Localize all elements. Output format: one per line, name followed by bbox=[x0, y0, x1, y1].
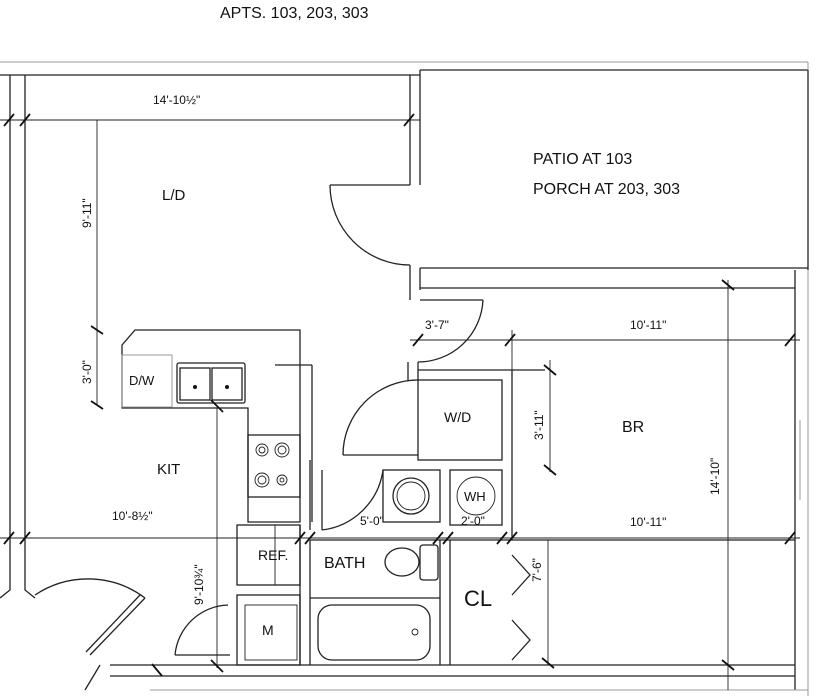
kitchen-counter bbox=[121, 329, 301, 523]
water-heater-closet bbox=[449, 469, 503, 526]
mech-door-swing bbox=[174, 604, 229, 656]
water-heater-label: WH bbox=[464, 489, 486, 504]
room-label-bath: BATH bbox=[324, 555, 366, 572]
refrigerator-label: REF. bbox=[258, 547, 289, 563]
dim-kit-depth: 9'-10¾" bbox=[192, 564, 206, 605]
room-label-closet: CL bbox=[464, 586, 493, 611]
dim-closet-depth: 7'-6" bbox=[530, 558, 544, 582]
range bbox=[247, 434, 301, 498]
patio-door-swing bbox=[329, 184, 411, 266]
wd-door-swing bbox=[342, 379, 419, 456]
dishwasher-label: D/W bbox=[129, 373, 155, 388]
dim-br-width-bottom: 10'-11" bbox=[630, 515, 667, 529]
dim-kit-width: 10'-8½" bbox=[112, 509, 153, 523]
dim-ld-width: 14'-10½" bbox=[153, 93, 201, 107]
bathtub bbox=[317, 604, 431, 661]
porch-label: PORCH AT 203, 303 bbox=[533, 181, 681, 198]
bedroom-door-swing bbox=[417, 299, 484, 363]
dim-hall: 3'-7" bbox=[425, 318, 449, 332]
dim-br-width-top: 10'-11" bbox=[630, 318, 667, 332]
dimension-lines bbox=[0, 113, 800, 690]
closet-bifold-door bbox=[511, 554, 531, 596]
room-label-living-dining: L/D bbox=[162, 187, 186, 204]
mechanical-label: M bbox=[262, 622, 274, 638]
bath-door-swing bbox=[321, 469, 384, 531]
closet-bifold-door bbox=[511, 619, 531, 661]
dim-br-depth: 14'-10" bbox=[708, 457, 722, 495]
entry-door-swing bbox=[34, 578, 146, 599]
dishwasher bbox=[121, 354, 173, 408]
exterior-walls bbox=[0, 61, 809, 696]
sink bbox=[176, 362, 246, 404]
patio-outline bbox=[409, 70, 809, 300]
bath-sink bbox=[382, 469, 441, 523]
patio-label: PATIO AT 103 bbox=[533, 151, 633, 168]
dim-wd-depth: 3'-11" bbox=[532, 410, 546, 440]
room-label-bedroom: BR bbox=[622, 419, 645, 436]
dim-bath-width: 5'-0" bbox=[360, 514, 384, 528]
washer-dryer-closet bbox=[417, 379, 503, 461]
plan-title: APTS. 103, 203, 303 bbox=[220, 5, 369, 22]
toilet bbox=[384, 547, 420, 577]
dim-kit-counter: 3'-0" bbox=[80, 360, 94, 384]
washer-dryer-label: W/D bbox=[444, 409, 472, 425]
dim-ld-depth: 9'-11" bbox=[80, 198, 94, 228]
room-label-kitchen: KIT bbox=[157, 461, 181, 478]
dim-wh-width: 2'-0" bbox=[461, 514, 485, 528]
